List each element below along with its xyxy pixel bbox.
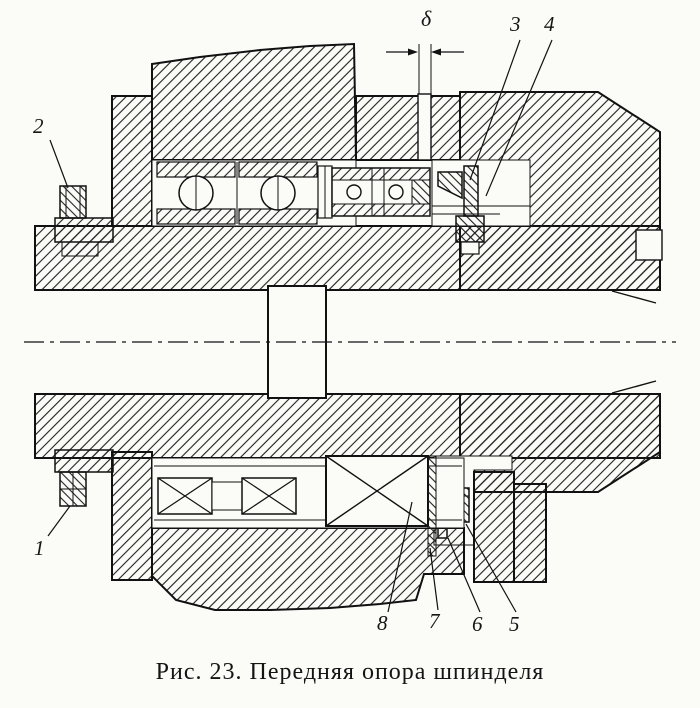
upper-bearings [156, 161, 431, 225]
callout-1: 1 [34, 536, 45, 560]
leader-lines [47, 39, 553, 613]
shim-plate-part-7 [427, 455, 437, 557]
lock-screw-part-1 [54, 449, 114, 507]
callout-5: 5 [509, 612, 520, 636]
callout-3: 3 [510, 12, 521, 36]
lock-screw-part-2 [54, 185, 114, 257]
callout-8: 8 [377, 611, 388, 635]
delta-gap-dimension [386, 44, 464, 161]
lock-screw-upper [455, 215, 485, 243]
callout-4: 4 [544, 12, 555, 36]
pin-part-4 [463, 165, 479, 217]
cap-parts [431, 159, 531, 255]
latch-part-3 [437, 171, 463, 200]
dimension-arrow-right [431, 48, 441, 56]
dimension-arrow-left [408, 48, 418, 56]
callout-7: 7 [429, 609, 440, 633]
lower-bearings [154, 455, 462, 557]
delta-dimension-label: δ [421, 6, 432, 31]
spindle-section-drawing [24, 39, 676, 613]
callout-2: 2 [33, 114, 44, 138]
spindle-locknut [331, 167, 431, 217]
callout-6: 6 [472, 612, 483, 636]
spacer-block [211, 481, 243, 511]
figure-caption: Рис. 23. Передняя опора шпинделя [155, 659, 545, 685]
flange-upper [459, 91, 663, 291]
flange-groove [635, 229, 663, 261]
